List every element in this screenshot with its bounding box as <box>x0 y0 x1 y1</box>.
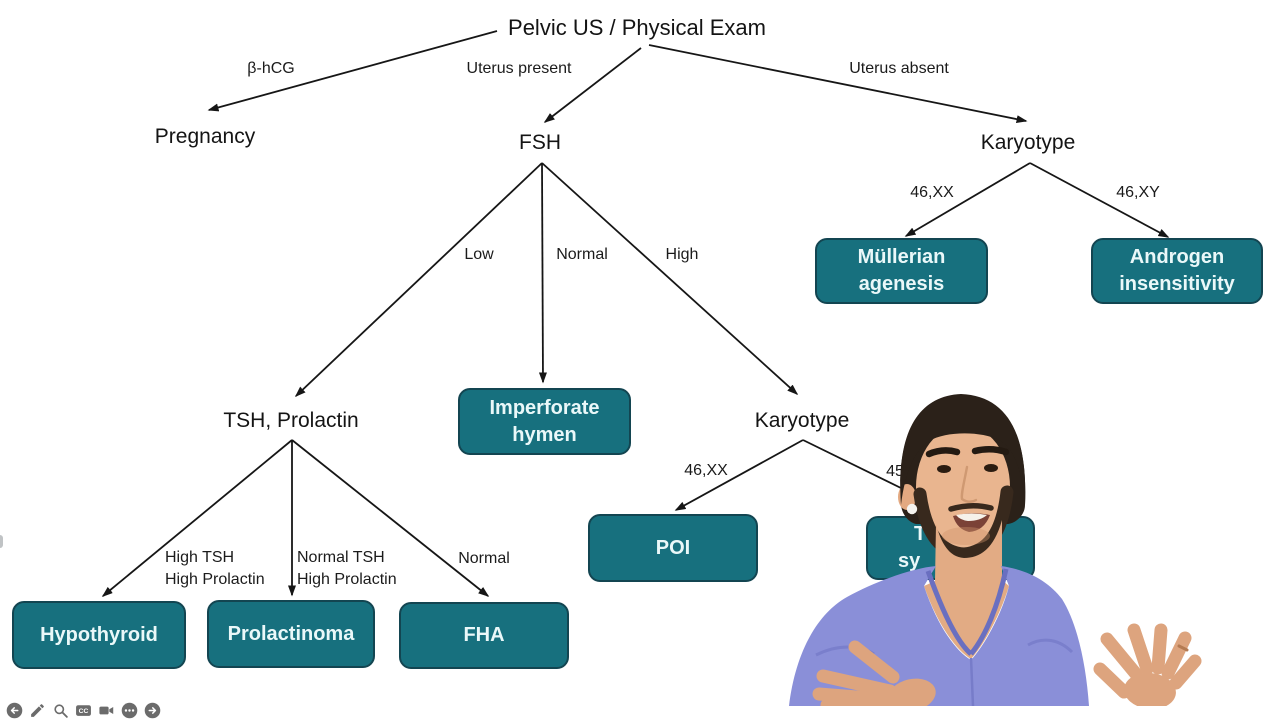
diagram-title: Pelvic US / Physical Exam <box>508 15 766 40</box>
edge-46xx-mid <box>674 439 804 511</box>
edge-label-normal-tsh-high-prolactin: Normal TSH High Prolactin <box>297 547 397 591</box>
edge-label-high: High <box>665 246 699 263</box>
edge-46xy-right <box>1029 162 1170 238</box>
box-line: POI <box>655 536 691 559</box>
presenter-earbud <box>906 503 918 515</box>
player-toolbar: CC <box>6 702 161 719</box>
edge-label-line: High Prolactin <box>297 571 397 588</box>
presenter-neck-shadow <box>942 527 990 545</box>
edge-bhcg <box>207 30 498 112</box>
box-androgen-insensitivity: Androgen insensitivity <box>1091 238 1263 304</box>
presenter-mustache <box>948 503 994 512</box>
box-line: Androgen <box>1129 246 1225 268</box>
edge-label-normal: Normal <box>556 246 608 263</box>
presenter-nose <box>960 465 978 503</box>
edge-label-uterus-present: Uterus present <box>466 60 572 77</box>
edge-label-line: Normal TSH <box>297 549 385 566</box>
box-line: agenesis <box>858 273 945 295</box>
edge-uterus-absent <box>648 44 1028 124</box>
presenter-right-hand <box>1093 623 1202 706</box>
closed-captions-icon[interactable]: CC <box>75 702 92 719</box>
edge-high-tsh <box>101 439 293 597</box>
edge-label-normal-fha: Normal <box>458 550 510 567</box>
edge-label-bhcg: β-hCG <box>247 60 295 77</box>
presenter-scrubs <box>789 566 1089 706</box>
box-line: Prolactinoma <box>227 622 355 645</box>
edge-label-uterus-absent: Uterus absent <box>849 60 949 77</box>
box-line-fragment: sy <box>898 550 921 572</box>
left-edge-mark <box>0 535 3 548</box>
box-poi: POI <box>588 514 758 582</box>
presenter-head <box>898 394 1026 561</box>
node-fsh: FSH <box>519 131 561 154</box>
box-line: Hypothyroid <box>40 623 158 646</box>
edge-label-46xx-right: 46,XX <box>910 184 954 201</box>
presenter-body <box>789 520 1089 706</box>
node-pregnancy: Pregnancy <box>154 125 256 148</box>
back-icon[interactable] <box>6 702 23 719</box>
box-line: Müllerian <box>857 246 946 268</box>
node-karyotype-mid: Karyotype <box>754 409 850 432</box>
edge-label-high-tsh-high-prolactin: High TSH High Prolactin <box>165 547 265 591</box>
forward-icon[interactable] <box>144 702 161 719</box>
box-line: hymen <box>512 423 577 446</box>
presenter-eye <box>984 464 998 472</box>
edge-uterus-present <box>543 47 642 123</box>
node-tsh-prolactin: TSH, Prolactin <box>223 409 359 432</box>
box-prolactinoma: Prolactinoma <box>207 600 375 668</box>
edge-46xx-right <box>904 162 1031 237</box>
edge-label-46xx-mid: 46,XX <box>684 462 728 479</box>
box-hypothyroid: Hypothyroid <box>12 601 186 669</box>
more-icon[interactable] <box>121 702 138 719</box>
presenter-collar <box>925 568 1009 656</box>
box-imperforate-hymen: Imperforate hymen <box>458 388 631 455</box>
pencil-icon[interactable] <box>29 702 46 719</box>
edge-fsh-normal <box>538 162 547 384</box>
presenter-left-hand <box>812 640 936 706</box>
box-mullerian-agenesis: Müllerian agenesis <box>815 238 988 304</box>
edge-label-46xy-right: 46,XY <box>1116 184 1160 201</box>
edge-fsh-high <box>541 162 799 396</box>
presenter-eye <box>937 465 951 473</box>
presenter <box>789 394 1202 706</box>
presenter-teeth <box>956 513 987 521</box>
presenter-hair-front <box>900 395 1026 505</box>
edge-label-line: High TSH <box>165 549 235 566</box>
box-line: Imperforate <box>489 396 600 419</box>
node-karyotype-right: Karyotype <box>980 131 1076 154</box>
edge-label-low: Low <box>464 246 494 263</box>
box-line: insensitivity <box>1119 273 1235 295</box>
edge-normal-fha <box>291 439 490 597</box>
presenter-beard <box>913 485 1014 561</box>
box-line: FHA <box>463 624 505 646</box>
search-icon[interactable] <box>52 702 69 719</box>
cc-label: CC <box>79 708 89 715</box>
edge-45x-mid-partial <box>802 439 906 491</box>
edge-label-45-partial: 45 <box>886 463 904 480</box>
edge-label-line: High Prolactin <box>165 571 265 588</box>
box-fha: FHA <box>399 602 569 669</box>
presenter-seam <box>969 657 975 706</box>
presenter-eyebrows <box>925 446 1010 458</box>
camera-icon[interactable] <box>98 702 115 719</box>
edge-fsh-low <box>294 162 543 398</box>
